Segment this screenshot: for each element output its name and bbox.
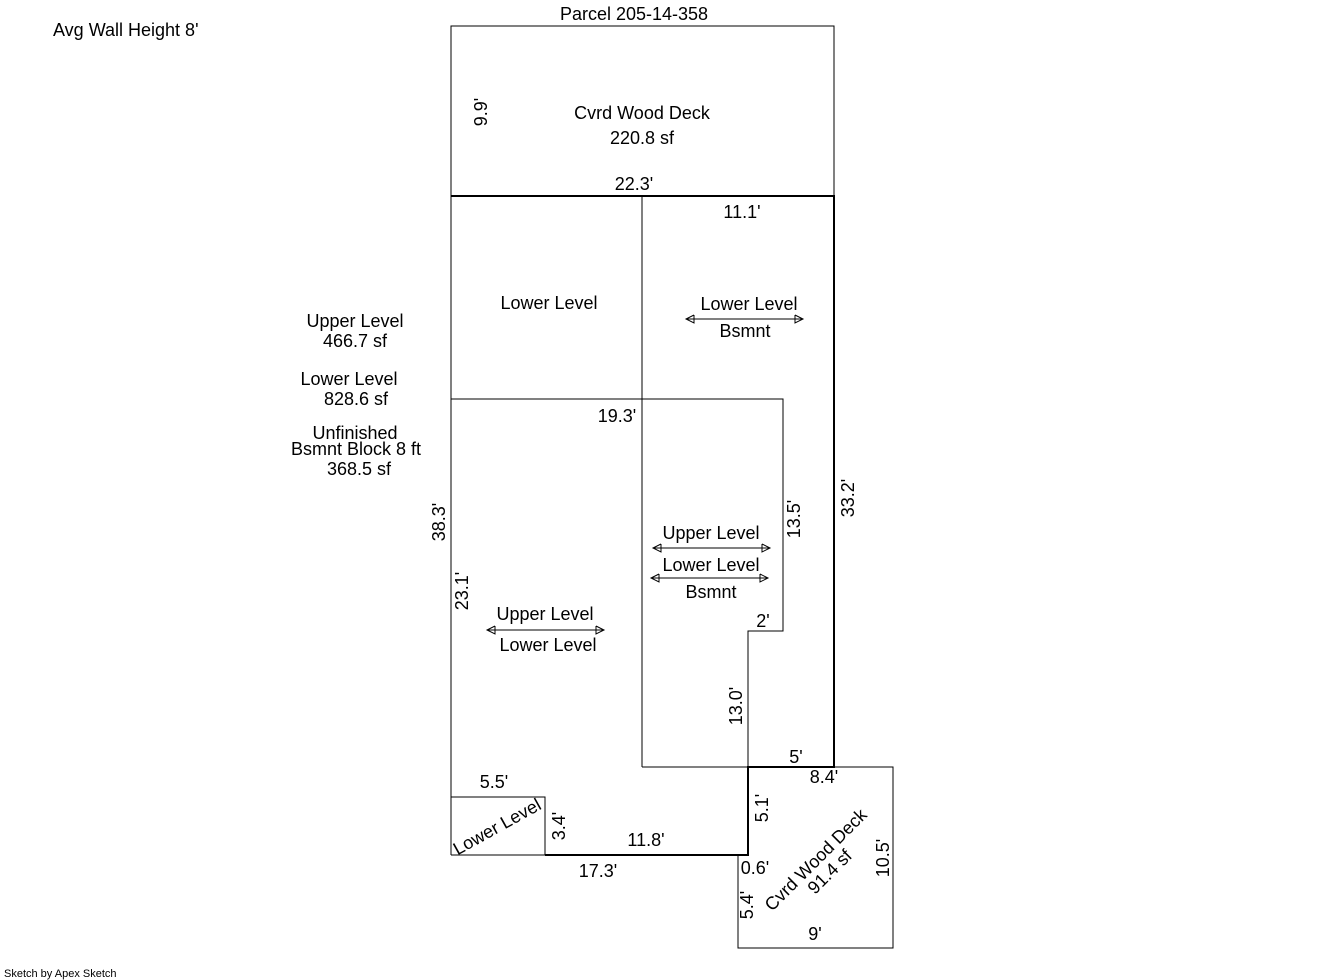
bottom-deck-outline [737, 766, 894, 949]
area-bsmnt-mid: Bsmnt [685, 582, 736, 602]
area-lower-level-mid: Lower Level [662, 555, 759, 575]
summary-lower-area: 828.6 sf [324, 389, 389, 409]
summary-bsmnt-line1: Unfinished [312, 423, 397, 443]
area-upper-level-left: Upper Level [496, 604, 593, 624]
area-lower-level-upper-left: Lower Level [500, 293, 597, 313]
dim-13-5: 13.5' [784, 500, 804, 538]
sketch-credit: Sketch by Apex Sketch [4, 968, 117, 980]
dim-2: 2' [756, 611, 769, 631]
dim-8-4: 8.4' [810, 767, 838, 787]
summary-lower-label: Lower Level [300, 369, 397, 389]
upper-level-outline [451, 398, 784, 768]
summary-bsmnt-area: 368.5 sf [327, 459, 392, 479]
double-arrow-4 [485, 625, 606, 635]
top-deck-name: Cvrd Wood Deck [574, 103, 711, 123]
area-lower-level-small: Lower Level [450, 794, 545, 859]
top-deck-area: 220.8 sf [610, 128, 675, 148]
dim-23-1: 23.1' [452, 572, 472, 610]
area-lower-level-top-right: Lower Level [700, 294, 797, 314]
summary-upper-label: Upper Level [306, 311, 403, 331]
area-lower-level-left: Lower Level [499, 635, 596, 655]
parcel-label: Parcel 205-14-358 [560, 4, 708, 24]
dim-11-1: 11.1' [723, 202, 760, 222]
dim-9-9: 9.9' [471, 98, 491, 126]
dim-13-0: 13.0' [726, 687, 746, 725]
area-upper-level-mid: Upper Level [662, 523, 759, 543]
double-arrow-1 [684, 314, 805, 324]
dim-38-3: 38.3' [429, 503, 449, 541]
avg-wall-height-label: Avg Wall Height 8' [53, 20, 199, 40]
dim-19-3: 19.3' [598, 406, 636, 426]
dim-17-3: 17.3' [579, 861, 617, 881]
dim-5: 5' [789, 747, 802, 767]
double-arrow-3 [649, 573, 770, 583]
dim-22-3: 22.3' [615, 174, 653, 194]
summary-upper-area: 466.7 sf [323, 331, 388, 351]
dim-10-5: 10.5' [873, 839, 893, 877]
dim-5-4: 5.4' [737, 891, 757, 919]
dim-5-5: 5.5' [480, 772, 508, 792]
dim-11-8: 11.8' [627, 830, 664, 850]
dim-3-4: 3.4' [549, 812, 569, 840]
summary-bsmnt-line2: Bsmnt Block 8 ft [291, 439, 421, 459]
dim-0-6: 0.6' [741, 858, 769, 878]
double-arrow-2 [651, 543, 772, 553]
dim-33-2: 33.2' [838, 479, 858, 517]
dim-5-1: 5.1' [752, 794, 772, 822]
dim-9: 9' [808, 924, 821, 944]
area-bsmnt-top-right: Bsmnt [719, 321, 770, 341]
small-lower-level-outline [451, 796, 546, 856]
